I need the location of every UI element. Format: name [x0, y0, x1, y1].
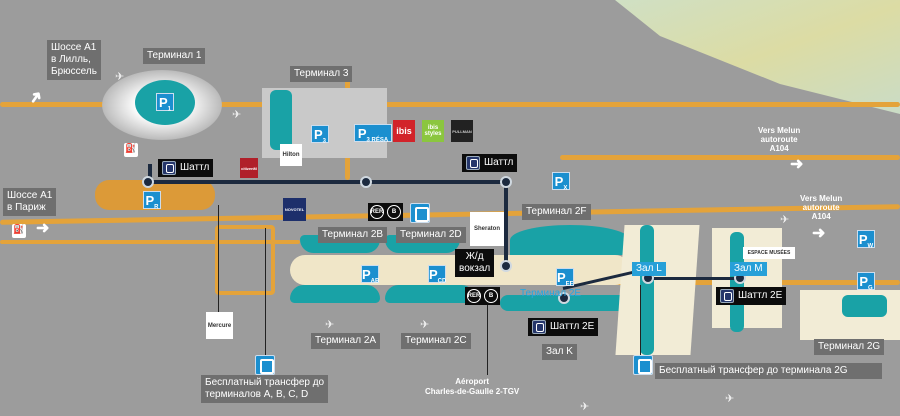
shuttle-line — [148, 164, 152, 182]
parking-pef[interactable]: PEF — [556, 268, 574, 288]
parking-pab[interactable]: PAB — [361, 265, 380, 285]
transfer-2g-label: Бесплатный трансфер до терминала 2G — [655, 363, 882, 379]
hotel-novotel-logo[interactable]: NOVOTEL — [283, 198, 306, 221]
shuttle-2e-label[interactable]: Шаттл 2E — [716, 287, 787, 305]
airplane-icon: ✈ — [725, 393, 735, 405]
pointer-line — [265, 228, 266, 358]
shuttle-line — [148, 180, 506, 184]
parking-pcd[interactable]: PCD — [428, 265, 447, 285]
shuttle-line — [504, 180, 508, 266]
gas-station-icon: ⛽ — [124, 143, 138, 157]
hotel-hilton-logo[interactable]: Hilton — [280, 144, 302, 166]
parking-pw[interactable]: PW — [857, 230, 875, 250]
terminal-2f-building — [510, 225, 630, 255]
parking-p3-resa[interactable]: P3 RÉSA — [354, 124, 392, 144]
parking-p1[interactable]: P1 — [156, 93, 174, 113]
hotel-mercure-logo[interactable]: Mercure — [206, 312, 233, 339]
hotel-ibis-logo[interactable]: ibis — [393, 120, 415, 142]
shuttle-text: Шаттл 2E — [738, 290, 783, 301]
terminal-2a-building — [290, 285, 380, 303]
terminal-2f-label[interactable]: Терминал 2F — [522, 204, 591, 220]
bus-icon — [633, 355, 653, 375]
airplane-icon: ✈ — [232, 109, 242, 121]
airplane-icon: ✈ — [325, 319, 335, 331]
hotel-ibis-styles-logo[interactable]: ibis styles — [422, 120, 444, 142]
gas-station-icon: ⛽ — [12, 224, 26, 238]
airplane-icon: ✈ — [115, 71, 125, 83]
pointer-line — [487, 305, 488, 375]
bus-icon — [255, 355, 275, 375]
terminal-2d-label[interactable]: Терминал 2D — [396, 227, 466, 243]
airplane-icon: ✈ — [580, 401, 590, 413]
hall-l-building — [640, 225, 654, 355]
terminal-2g-building — [842, 295, 887, 317]
terminal-3-label[interactable]: Терминал 3 — [290, 66, 353, 82]
road — [0, 240, 300, 244]
terminal-2e-label[interactable]: Терминал 2E — [520, 288, 582, 299]
hall-l-apron — [615, 225, 700, 355]
shuttle-icon — [720, 289, 734, 303]
arrow-icon: ➜ — [812, 225, 826, 242]
airplane-icon: ✈ — [780, 214, 790, 226]
terminal-2e-building — [500, 295, 650, 311]
road — [0, 102, 900, 107]
terminal-2b-label[interactable]: Терминал 2B — [318, 227, 388, 243]
airplane-icon: ✈ — [420, 319, 430, 331]
shuttle-text: Шаттл 2E — [550, 321, 595, 332]
terminal-2a-label[interactable]: Терминал 2A — [311, 333, 381, 349]
shuttle-stop-t3[interactable] — [360, 176, 372, 188]
hotel-citizenm-logo[interactable]: citizenM — [240, 158, 258, 178]
shuttle-stop-2e[interactable] — [558, 292, 570, 304]
parking-pr[interactable]: PR — [143, 191, 161, 211]
bus-icon — [410, 203, 430, 223]
hotel-sheraton-logo[interactable]: Sheraton — [470, 212, 504, 246]
shuttle-stop-station[interactable] — [500, 260, 512, 272]
terminal-3-gates — [270, 90, 292, 150]
hall-m-label[interactable]: Зал M — [730, 262, 767, 276]
shuttle-stop-2f[interactable] — [500, 176, 512, 188]
arrow-icon: ➜ — [36, 220, 50, 237]
hotel-pullman-logo[interactable]: PULLMAN — [451, 120, 473, 142]
terminal-2c-label[interactable]: Терминал 2C — [401, 333, 471, 349]
shuttle-icon — [162, 161, 176, 175]
arrow-icon: ➜ — [790, 156, 804, 173]
road — [215, 225, 275, 295]
parking-px[interactable]: PX — [552, 172, 570, 192]
shuttle-label[interactable]: Шаттл — [462, 154, 518, 172]
parking-p3[interactable]: P3 — [311, 125, 329, 145]
parking-pg[interactable]: PG — [857, 272, 875, 292]
shuttle-2e-label[interactable]: Шаттл 2E — [528, 318, 599, 336]
hall-k-label[interactable]: Зал K — [542, 344, 577, 360]
pointer-line — [640, 285, 641, 355]
shuttle-stop-t1[interactable] — [142, 176, 154, 188]
espace-musees-logo[interactable]: ESPACE MUSÉES — [743, 247, 795, 259]
pointer-line — [218, 205, 219, 325]
shuttle-icon — [532, 320, 546, 334]
road — [560, 155, 900, 160]
terminal-2g-label[interactable]: Терминал 2G — [814, 339, 885, 355]
shuttle-label[interactable]: Шаттл — [158, 159, 214, 177]
shuttle-2e-line — [648, 277, 740, 280]
shuttle-text: Шаттл — [180, 162, 210, 173]
terminal-2c-building — [385, 285, 475, 303]
shuttle-icon — [466, 156, 480, 170]
hall-l-label[interactable]: Зал L — [632, 262, 666, 276]
shuttle-text: Шаттл — [484, 157, 514, 168]
terminal-1-label[interactable]: Терминал 1 — [143, 48, 206, 64]
